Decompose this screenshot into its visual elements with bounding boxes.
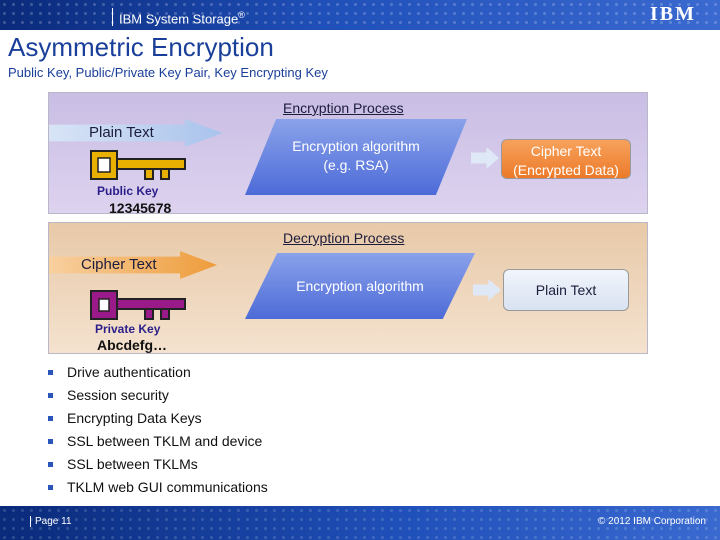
decryption-algorithm-label: Encryption algorithm <box>296 278 424 294</box>
encryption-panel: Encryption Process Plain Text Public Key… <box>48 92 648 216</box>
cipher-text-input-arrow: Cipher Text <box>49 251 217 279</box>
private-key-label: Private Key <box>95 322 161 336</box>
public-key-value: 12345678 <box>109 200 172 216</box>
private-key-value: Abcdefg… <box>97 337 167 353</box>
header-banner: IBM System Storage® IBM <box>0 0 720 30</box>
plain-text-input-arrow: Plain Text <box>49 119 223 147</box>
slide-subtitle: Public Key, Public/Private Key Pair, Key… <box>8 65 328 80</box>
copyright: © 2012 IBM Corporation <box>598 516 706 527</box>
public-key-label: Public Key <box>97 184 159 198</box>
encryption-algorithm-box: Encryption algorithm (e.g. RSA) <box>245 119 467 195</box>
plain-text-output-label: Plain Text <box>535 282 597 298</box>
private-key-icon <box>90 290 186 320</box>
encryption-title: Encryption Process <box>283 100 404 116</box>
plain-text-input-label: Plain Text <box>89 124 154 141</box>
slide-title: Asymmetric Encryption <box>8 32 274 62</box>
footer-pattern <box>0 506 720 540</box>
list-item: Drive authentication <box>48 364 268 387</box>
plain-text-output: Plain Text <box>503 269 629 311</box>
cipher-text-output: Cipher Text (Encrypted Data) <box>501 139 631 179</box>
list-item: Encrypting Data Keys <box>48 410 268 433</box>
footer-banner: Page 11 © 2012 IBM Corporation <box>0 506 720 540</box>
decryption-output-arrow <box>473 279 501 301</box>
cipher-text-input-label: Cipher Text <box>81 256 157 273</box>
brand-name: IBM System Storage® <box>112 8 245 27</box>
encrypted-data-label: (Encrypted Data) <box>513 162 619 178</box>
list-item: Session security <box>48 387 268 410</box>
decryption-title: Decryption Process <box>283 230 405 246</box>
encryption-algorithm-label: Encryption algorithm <box>292 138 420 154</box>
decryption-panel: Decryption Process Cipher Text Private K… <box>48 222 648 354</box>
list-item: SSL between TKLMs <box>48 456 268 479</box>
encryption-output-arrow <box>471 147 499 169</box>
cipher-text-label: Cipher Text <box>530 143 602 159</box>
list-item: SSL between TKLM and device <box>48 433 268 456</box>
list-item: TKLM web GUI communications <box>48 479 268 502</box>
banner-pattern <box>0 0 720 30</box>
decryption-algorithm-box: Encryption algorithm <box>245 253 475 319</box>
encryption-algorithm-example: (e.g. RSA) <box>323 157 389 173</box>
public-key-icon <box>90 150 186 180</box>
ibm-logo: IBM <box>650 4 710 24</box>
use-case-list: Drive authentication Session security En… <box>48 364 268 502</box>
page-number: Page 11 <box>30 516 72 527</box>
